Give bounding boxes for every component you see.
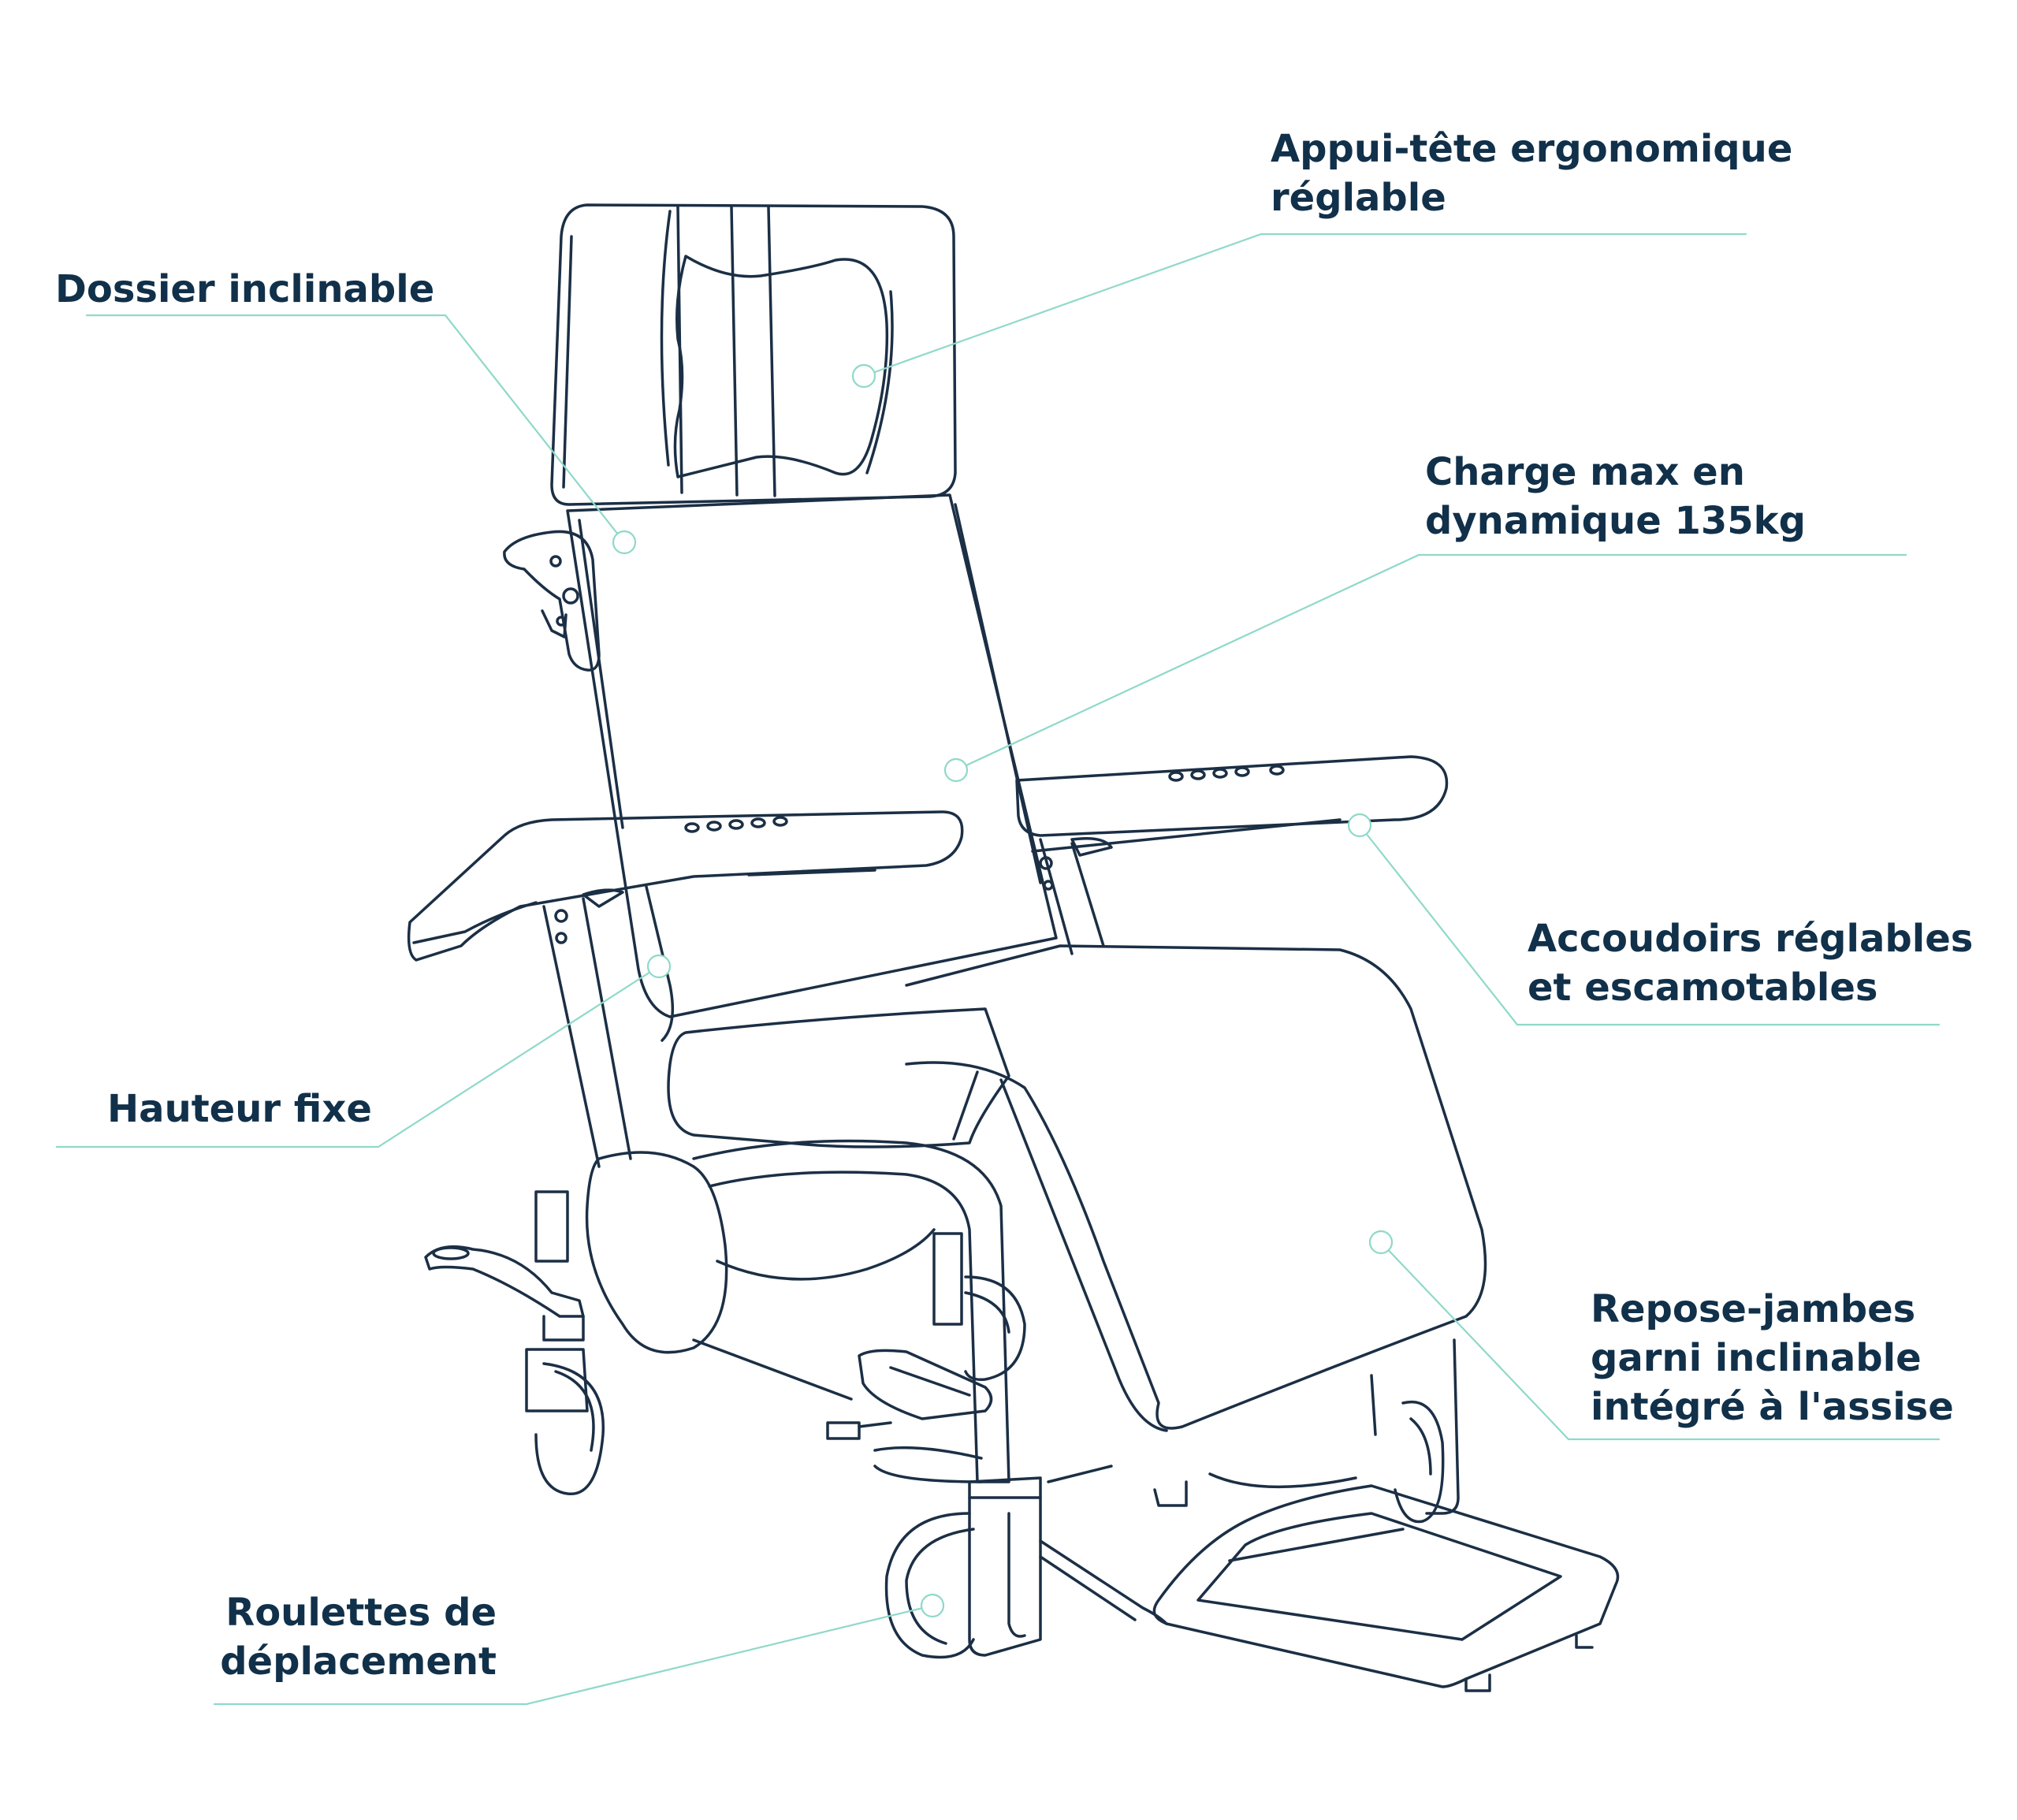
leader-accoudoirs — [1347, 813, 1941, 1026]
side-lever-drawing — [503, 530, 601, 672]
headrest-drawing — [550, 203, 957, 506]
leader-appui-tete — [851, 233, 1747, 389]
left-frame-drawing — [424, 885, 675, 1495]
callout-line: dynamique 135kg — [1425, 499, 1806, 543]
callout-line: et escamotables — [1528, 966, 1878, 1010]
right-armrest-drawing — [1015, 755, 1449, 955]
callout-line: Charge max en — [1425, 450, 1745, 494]
callout-roulettes: Roulettes de déplacement — [183, 1588, 497, 1686]
left-armrest-drawing — [407, 810, 964, 962]
front-wheel-drawing — [884, 1476, 1042, 1659]
front-frame-drawing — [585, 1139, 1010, 1483]
rear-wheel-right-drawing — [1394, 1400, 1445, 1524]
callout-line: Repose-jambes — [1591, 1287, 1916, 1331]
callout-line: Dossier inclinable — [55, 267, 435, 311]
leader-roulettes — [213, 1593, 945, 1706]
leader-dossier — [85, 314, 637, 555]
callout-charge-max: Charge max en dynamique 135kg — [1425, 448, 1806, 545]
callout-repose-jambes: Repose-jambes garni inclinable intégré à… — [1591, 1285, 1954, 1431]
leader-charge — [943, 553, 1907, 783]
footplate-drawing — [1152, 1484, 1620, 1692]
callout-line: déplacement — [220, 1639, 497, 1684]
callout-line: garni inclinable — [1591, 1336, 1922, 1380]
callout-line: Roulettes de — [225, 1591, 497, 1635]
callout-appui-tete: Appui-tête ergonomique réglable — [1271, 125, 1792, 222]
leader-hauteur — [55, 954, 672, 1148]
rear-wheel-left-drawing — [932, 1232, 1026, 1382]
callout-line: Accoudoirs réglables — [1528, 917, 1974, 961]
leader-repose-jambes — [1368, 1230, 1941, 1441]
leg-rest-drawing — [905, 944, 1487, 1515]
backrest-drawing — [566, 493, 1058, 1018]
callout-line: Hauteur fixe — [107, 1087, 372, 1131]
base-rail-drawing — [1039, 1539, 1168, 1625]
callout-line: Appui-tête ergonomique — [1271, 127, 1793, 171]
callout-line: intégré à l'assise — [1591, 1385, 1954, 1429]
seat-drawing — [667, 1007, 1010, 1148]
callout-dossier-inclinable: Dossier inclinable — [55, 265, 434, 314]
callout-line: réglable — [1271, 176, 1446, 220]
small-footplate-drawing — [826, 1349, 993, 1483]
callout-hauteur-fixe: Hauteur fixe — [107, 1085, 372, 1133]
callout-accoudoirs: Accoudoirs réglables et escamotables — [1528, 914, 1973, 1012]
